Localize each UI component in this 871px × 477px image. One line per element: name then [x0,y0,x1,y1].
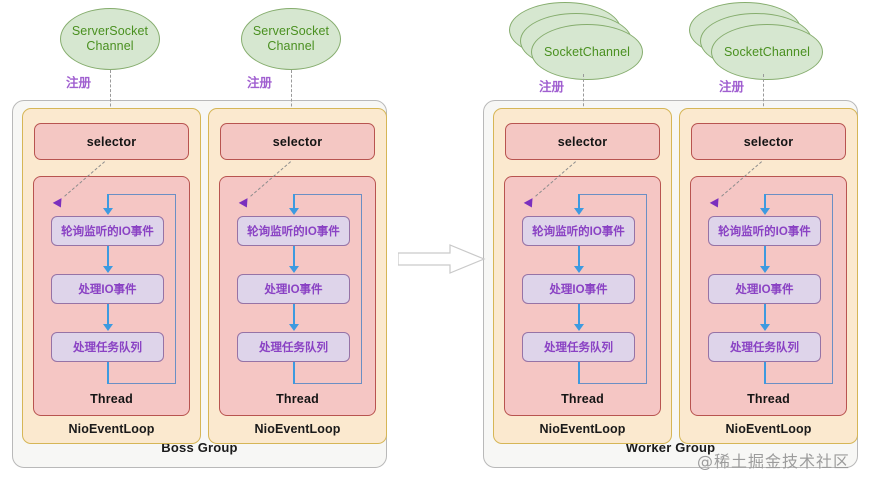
flow-arrow-head-1-0 [102,324,113,331]
flow-arrow-line-1-1 [292,304,295,325]
loop-back-path-1 [293,194,362,384]
channel-label-line1: ServerSocket [71,24,149,38]
flow-arrow-line-return-0 [106,362,109,384]
flow-arrow-head-enter-2 [573,208,584,215]
register-label-3: 注册 [719,80,745,94]
flow-arrow-head-1-3 [759,324,770,331]
register-label-2: 注册 [539,80,565,94]
channel-label-line2: Channel [267,39,315,53]
step-handle-task-queue-1[interactable]: 处理任务队列 [237,332,350,362]
flow-arrow-head-0-1 [288,266,299,273]
thread-label-1: Thread [276,392,319,406]
channel-label-line1: SocketChannel [723,44,811,59]
flow-arrow-line-0-3 [763,246,766,267]
flow-arrow-line-1-3 [763,304,766,325]
thread-label-0: Thread [90,392,133,406]
channel-ellipse-socketchannel-2[interactable]: SocketChannel [531,24,643,80]
nio-event-loop-label-2: NioEventLoop [539,422,626,436]
channel-label-line1: ServerSocket [252,24,330,38]
flow-arrow-head-0-2 [573,266,584,273]
register-label-0: 注册 [66,76,92,90]
step-poll-io-events-2[interactable]: 轮询监听的IO事件 [522,216,635,246]
flow-arrow-head-0-3 [759,266,770,273]
flow-arrow-line-1-0 [106,304,109,325]
step-poll-io-events-3[interactable]: 轮询监听的IO事件 [708,216,821,246]
step-handle-task-queue-2[interactable]: 处理任务队列 [522,332,635,362]
boss-to-worker-arrow [397,242,486,276]
step-handle-task-queue-0[interactable]: 处理任务队列 [51,332,164,362]
step-handle-io-events-3[interactable]: 处理IO事件 [708,274,821,304]
register-label-1: 注册 [247,76,273,90]
flow-arrow-line-enter-0 [106,194,109,209]
flow-arrow-line-return-1 [292,362,295,384]
selector-box-2[interactable]: selector [505,123,660,160]
nio-event-loop-label-3: NioEventLoop [725,422,812,436]
step-handle-io-events-1[interactable]: 处理IO事件 [237,274,350,304]
channel-label-line1: SocketChannel [543,44,631,59]
step-handle-task-queue-3[interactable]: 处理任务队列 [708,332,821,362]
flow-arrow-line-0-0 [106,246,109,267]
step-poll-io-events-0[interactable]: 轮询监听的IO事件 [51,216,164,246]
loop-back-path-2 [578,194,647,384]
loop-back-path-3 [764,194,833,384]
flow-arrow-head-1-1 [288,324,299,331]
selector-box-3[interactable]: selector [691,123,846,160]
flow-arrow-head-enter-1 [288,208,299,215]
flow-arrow-line-enter-3 [763,194,766,209]
flow-arrow-line-enter-1 [292,194,295,209]
step-poll-io-events-1[interactable]: 轮询监听的IO事件 [237,216,350,246]
flow-arrow-head-0-0 [102,266,113,273]
selector-box-1[interactable]: selector [220,123,375,160]
flow-arrow-head-enter-0 [102,208,113,215]
flow-arrow-line-return-2 [577,362,580,384]
nio-event-loop-label-1: NioEventLoop [254,422,341,436]
loop-back-path-0 [107,194,176,384]
nio-event-loop-label-0: NioEventLoop [68,422,155,436]
register-arrow-line-3 [763,74,764,116]
channel-label: SocketChannel [724,45,810,60]
channel-label-line2: Channel [86,39,134,53]
channel-label: SocketChannel [544,45,630,60]
flow-arrow-line-0-1 [292,246,295,267]
flow-arrow-head-1-2 [573,324,584,331]
thread-label-3: Thread [747,392,790,406]
register-arrow-line-2 [583,74,584,116]
flow-arrow-head-enter-3 [759,208,770,215]
step-handle-io-events-0[interactable]: 处理IO事件 [51,274,164,304]
register-arrow-line-0 [110,70,111,116]
flow-arrow-line-return-3 [763,362,766,384]
channel-ellipse-socketchannel-3[interactable]: SocketChannel [711,24,823,80]
thread-label-2: Thread [561,392,604,406]
flow-arrow-line-0-2 [577,246,580,267]
register-arrow-line-1 [291,70,292,116]
watermark-text: @稀土掘金技术社区 [697,452,851,471]
flow-arrow-line-1-2 [577,304,580,325]
selector-box-0[interactable]: selector [34,123,189,160]
step-handle-io-events-2[interactable]: 处理IO事件 [522,274,635,304]
flow-arrow-line-enter-2 [577,194,580,209]
